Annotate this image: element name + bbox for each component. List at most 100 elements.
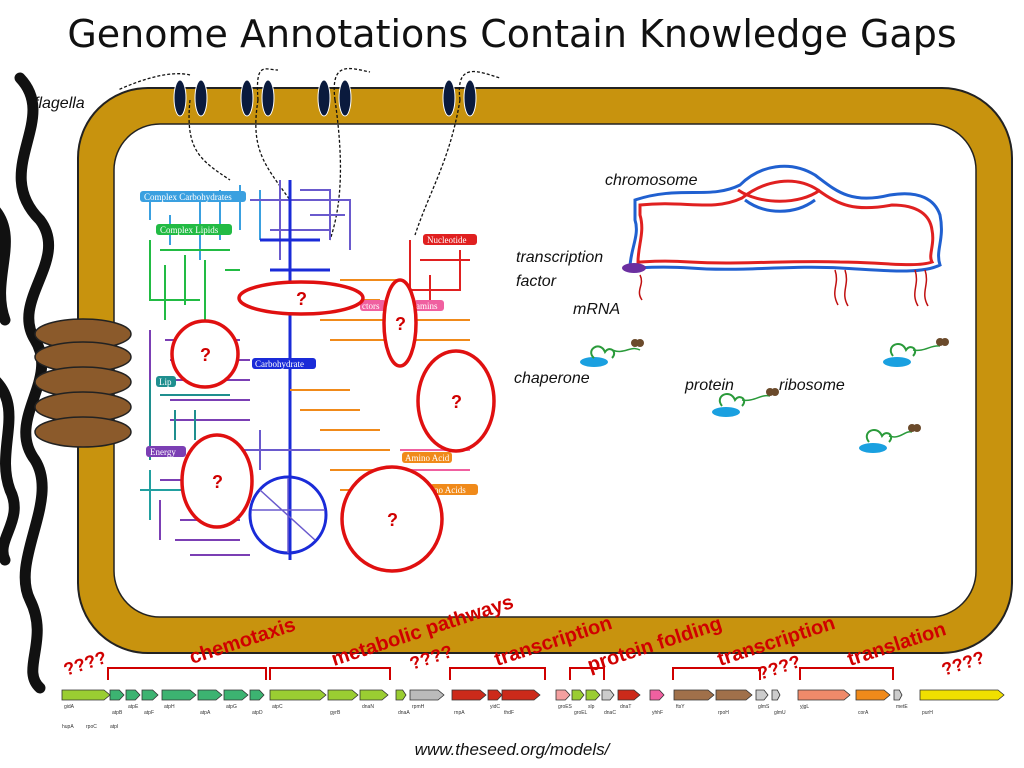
transcription-factor-icon — [622, 263, 646, 273]
gene-arrow — [919, 689, 1005, 701]
svg-text:?: ? — [387, 510, 398, 530]
gene-arrow — [409, 689, 445, 701]
gene-label: yhhF — [652, 710, 663, 716]
mrna-icon — [638, 269, 929, 307]
gene-arrow — [141, 689, 159, 701]
gene-label: glmU — [774, 710, 786, 716]
svg-text:Lip: Lip — [159, 377, 172, 387]
svg-text:?: ? — [200, 345, 211, 365]
svg-text:Complex Carbohydrates: Complex Carbohydrates — [144, 192, 232, 202]
gene-arrow — [673, 689, 715, 701]
transcription-factor-label-line1: transcription — [516, 249, 603, 266]
gap-marker: ? — [237, 280, 365, 316]
gene-label: gyrB — [330, 710, 341, 716]
gene-arrow — [249, 689, 265, 701]
pathway-box-carbohydrate: Carbohydrate — [252, 358, 316, 369]
svg-text:?: ? — [451, 392, 462, 412]
svg-text:?: ? — [296, 289, 307, 309]
gene-label: atpD — [252, 710, 263, 716]
mrna-label: mRNA — [573, 301, 620, 318]
gene-arrow — [487, 689, 503, 701]
gene-arrow — [125, 689, 141, 701]
gap-marker: ? — [170, 319, 240, 389]
gene-arrow — [585, 689, 601, 701]
gene-label: rpmH — [412, 704, 425, 710]
gene-label: slp — [588, 704, 595, 710]
gene-arrow — [555, 689, 571, 701]
svg-text:amins: amins — [416, 301, 438, 311]
gene-label: rpoH — [718, 710, 729, 716]
gene-arrow — [61, 689, 111, 701]
ribosome-icon — [883, 338, 949, 367]
unknown-label: ???? — [61, 647, 109, 680]
pathway-box-vitamins: amins — [414, 300, 444, 311]
gene-arrow — [715, 689, 753, 701]
gene-label: dnaC — [604, 710, 616, 716]
gap-marker: ? — [340, 465, 444, 573]
gene-label: atpG — [226, 704, 237, 710]
svg-text:Amino Acid: Amino Acid — [405, 453, 450, 463]
pathway-box-amino-acids: no Acids — [430, 484, 478, 495]
gene-label: rnpA — [454, 710, 465, 716]
gene-arrow — [109, 689, 125, 701]
pathway-box-lipids: Lip — [156, 376, 176, 387]
svg-text:Energy: Energy — [150, 447, 176, 457]
flagella-label: flagella — [34, 95, 85, 112]
pathway-box-energy: Energy — [146, 446, 186, 457]
transport-arrows — [117, 67, 501, 241]
gene-label: dnaT — [620, 704, 631, 710]
gene-label: atpI — [110, 724, 118, 730]
gene-arrow — [327, 689, 359, 701]
chromosome-label: chromosome — [605, 172, 698, 189]
gene-arrow — [649, 689, 665, 701]
gene-arrow — [855, 689, 891, 701]
gene-arrow — [395, 689, 407, 701]
page-title: Genome Annotations Contain Knowledge Gap… — [67, 12, 957, 56]
gene-label: atpF — [144, 710, 154, 716]
pilus-icon — [34, 318, 132, 448]
ribosome-label: ribosome — [779, 377, 845, 394]
svg-text:no Acids: no Acids — [434, 485, 466, 495]
gap-marker: ? — [180, 433, 254, 529]
gene-label: corA — [858, 710, 869, 716]
gene-label: purH — [922, 710, 933, 716]
gene-label: yidC — [490, 704, 500, 710]
gene-label: atpE — [128, 704, 139, 710]
gene-arrow — [223, 689, 249, 701]
gene-arrow — [451, 689, 487, 701]
chaperone-label: chaperone — [514, 370, 590, 387]
gene-label: atpA — [200, 710, 211, 716]
pathway-box-complex-carbohydrates: Complex Carbohydrates — [140, 191, 246, 202]
gene-arrow — [269, 689, 327, 701]
function-brackets — [107, 667, 894, 680]
transcription-factor-label-line2: factor — [516, 273, 557, 290]
gene-arrow — [161, 689, 197, 701]
svg-text:Complex Lipids: Complex Lipids — [160, 225, 219, 235]
gap-marker: ? — [382, 278, 418, 368]
gene-label: metE — [896, 704, 908, 710]
gene-arrow — [771, 689, 781, 701]
gene-label: hupA — [62, 724, 74, 730]
gene-arrow — [797, 689, 851, 701]
pathway-box-complex-lipids: Complex Lipids — [156, 224, 232, 235]
gene-label: atpB — [112, 710, 123, 716]
gene-track: gidA atpB atpE atpF atpH atpA atpG atpD atpC gyrB… — [61, 689, 1005, 730]
gene-label: glmS — [758, 704, 770, 710]
ribosome-icon — [859, 424, 921, 453]
gene-arrow — [359, 689, 389, 701]
gene-arrow — [571, 689, 585, 701]
svg-text:ctors: ctors — [362, 301, 380, 311]
gene-label: atpC — [272, 704, 283, 710]
gene-label: atpH — [164, 704, 175, 710]
svg-text:?: ? — [212, 472, 223, 492]
gene-arrow — [617, 689, 641, 701]
protein-label: protein — [684, 377, 734, 394]
gene-arrow — [601, 689, 615, 701]
protein-ribosome-icon — [712, 388, 779, 417]
gap-marker: ? — [416, 349, 496, 453]
gene-label: thdF — [504, 710, 514, 716]
pathway-box-nucleotide: Nucleotide — [423, 234, 477, 245]
gene-label: gidA — [64, 704, 75, 710]
gene-label: dnaA — [398, 710, 410, 716]
